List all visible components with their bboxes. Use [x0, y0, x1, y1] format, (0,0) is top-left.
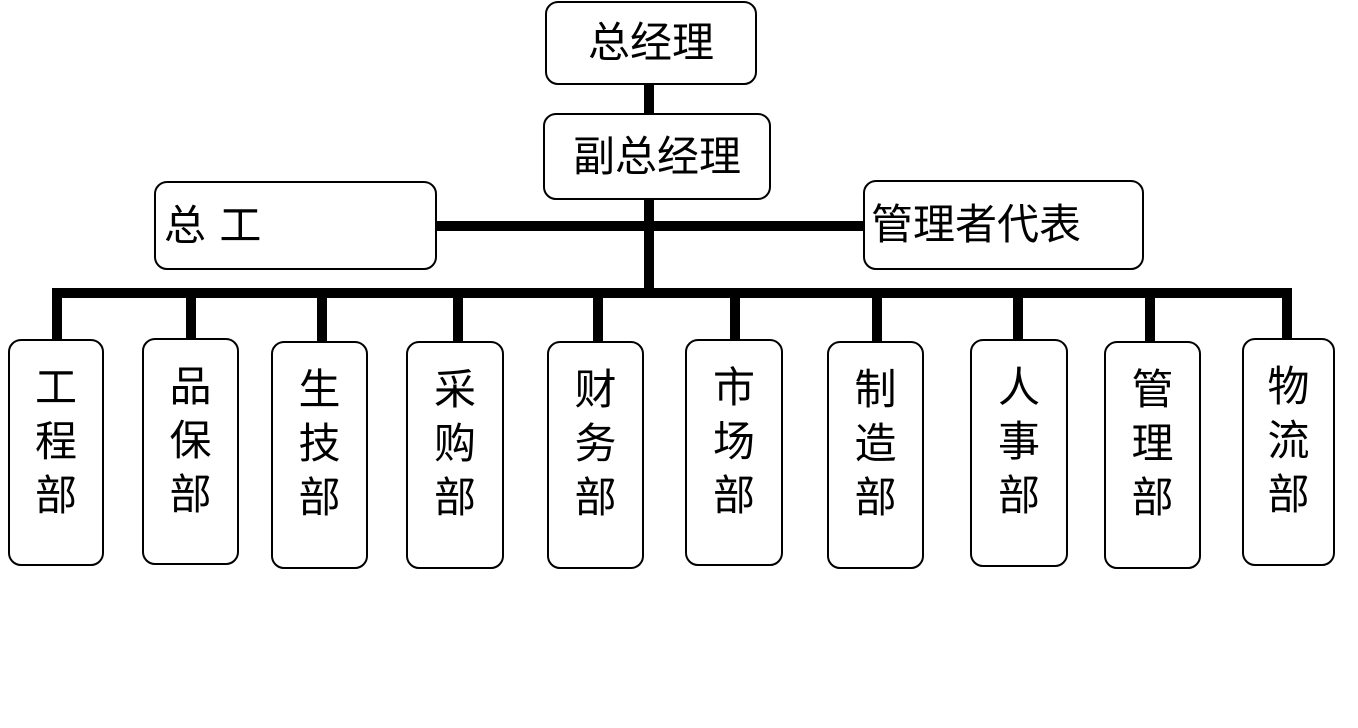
management-representative-label: 管理者代表 [871, 200, 1082, 249]
deputy-ceo-label: 副总经理 [572, 131, 741, 181]
department-box: 管理部 [1104, 341, 1201, 569]
department-label: 财务部 [574, 365, 617, 522]
department-box: 制造部 [827, 341, 924, 569]
department-box: 生技部 [271, 341, 368, 569]
department-label: 人事部 [997, 363, 1040, 520]
ceo-box: 总经理 [545, 1, 757, 85]
chief-engineer-box: 总 工 [154, 181, 437, 270]
department-box: 物流部 [1242, 338, 1335, 566]
department-label: 生技部 [298, 365, 341, 522]
deputy-ceo-box: 副总经理 [543, 113, 771, 200]
department-label: 采购部 [433, 365, 476, 522]
department-box: 品保部 [142, 338, 239, 565]
department-box: 采购部 [406, 341, 504, 569]
department-box: 市场部 [685, 339, 783, 566]
department-label: 市场部 [712, 363, 755, 520]
department-label: 制造部 [854, 365, 897, 522]
department-label: 物流部 [1267, 362, 1310, 519]
department-box: 工程部 [8, 339, 104, 566]
management-representative-box: 管理者代表 [863, 180, 1144, 270]
department-box: 人事部 [970, 339, 1068, 567]
department-label: 工程部 [34, 363, 77, 520]
ceo-label: 总经理 [587, 18, 714, 67]
department-label: 管理部 [1131, 365, 1174, 522]
department-label: 品保部 [169, 362, 212, 519]
chief-engineer-label: 总 工 [164, 200, 262, 250]
department-box: 财务部 [547, 341, 644, 569]
